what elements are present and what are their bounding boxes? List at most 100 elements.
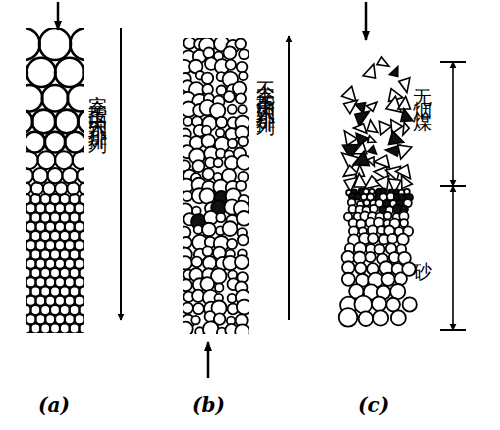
mixed-media-column (183, 38, 249, 334)
media-grain (237, 211, 249, 226)
anthracite-grain (398, 145, 412, 159)
anthracite-grain (367, 102, 377, 111)
media-grain (214, 158, 223, 167)
anthracite-grain (344, 100, 358, 113)
media-grain (79, 323, 84, 333)
order-arrow (288, 36, 290, 320)
anthracite-grain (354, 173, 367, 187)
media-grain (55, 333, 65, 334)
media-grain (65, 333, 75, 334)
media-grain (62, 168, 77, 183)
media-grain (70, 323, 80, 333)
media-grain (202, 223, 216, 237)
sand-grain (395, 272, 407, 284)
media-grain (65, 132, 84, 153)
media-grain (183, 117, 192, 126)
media-grain (202, 73, 213, 84)
sand-grain (387, 234, 397, 244)
anthracite-grain (363, 64, 376, 78)
sand-grain (359, 311, 374, 326)
media-grain (235, 255, 249, 269)
media-grain (191, 316, 200, 325)
anthracite-grain (377, 57, 389, 66)
media-grain (37, 151, 55, 169)
anthracite-grain (353, 124, 366, 133)
media-grain (192, 160, 204, 172)
media-grain (55, 58, 84, 87)
media-grain (228, 139, 237, 148)
media-grain (227, 239, 237, 249)
media-grain (26, 58, 55, 87)
sand-grain (364, 200, 370, 206)
media-grain (238, 105, 246, 113)
anthracite-grain (389, 67, 397, 77)
media-grain (216, 129, 224, 137)
sand-grain (381, 273, 394, 286)
media-grain (226, 60, 236, 70)
media-grain (200, 188, 215, 203)
media-grain (239, 72, 247, 80)
media-grain (68, 85, 84, 111)
media-grain (216, 213, 225, 222)
media-grain (236, 93, 246, 103)
anthracite-grain (367, 120, 378, 133)
media-grain (216, 117, 227, 128)
dimension-line (452, 186, 454, 330)
media-grain (183, 303, 193, 314)
anthracite-grain (398, 96, 411, 109)
media-grain (60, 323, 70, 333)
media-grain (215, 283, 224, 292)
media-grain (45, 333, 55, 334)
media-grain (43, 182, 55, 194)
media-grain (235, 324, 249, 334)
media-grain (84, 58, 85, 87)
media-grain (183, 191, 192, 201)
sand-grain (342, 261, 354, 273)
graded-media-column (26, 28, 84, 333)
sand-grain (390, 284, 405, 299)
media-grain (238, 235, 249, 246)
media-grain (238, 137, 248, 147)
media-grain (203, 168, 215, 180)
anthracite-grain (368, 146, 377, 154)
media-grain (224, 91, 235, 102)
media-grain (40, 323, 50, 333)
media-grain (47, 168, 62, 183)
panel-label: (b) (192, 395, 225, 415)
order-arrow (120, 28, 122, 320)
sand-grain (386, 298, 400, 312)
media-grain (183, 322, 193, 334)
sand-grain (365, 252, 375, 262)
sand-grain (391, 310, 406, 325)
media-grain (239, 49, 249, 59)
media-grain (191, 257, 202, 268)
media-grain (55, 151, 73, 169)
flow-arrow (207, 342, 210, 378)
sand-grain (384, 212, 392, 220)
panel-label: (a) (38, 395, 70, 415)
media-grain (237, 155, 249, 170)
media-grain (183, 237, 192, 248)
layer-name: 无烟煤 (414, 74, 433, 110)
dimension-line (452, 62, 454, 186)
media-grain (193, 303, 204, 314)
media-grain (31, 182, 43, 194)
media-grain (67, 182, 79, 194)
media-grain (228, 105, 237, 114)
anthracite-grain (342, 86, 356, 101)
media-grain (79, 182, 84, 194)
ordering-note: 不完全按由大到小排列 (257, 66, 276, 106)
sand-grain (403, 297, 417, 311)
anthracite-grain (401, 109, 413, 122)
media-grain (200, 277, 214, 291)
ordering-note: 完全按由大到小排列 (89, 80, 108, 125)
media-grain (73, 151, 84, 169)
media-grain (26, 333, 36, 334)
media-grain (183, 256, 192, 269)
media-grain (77, 168, 84, 183)
media-grain (32, 110, 56, 134)
media-grain (35, 333, 45, 334)
media-grain (223, 221, 238, 236)
